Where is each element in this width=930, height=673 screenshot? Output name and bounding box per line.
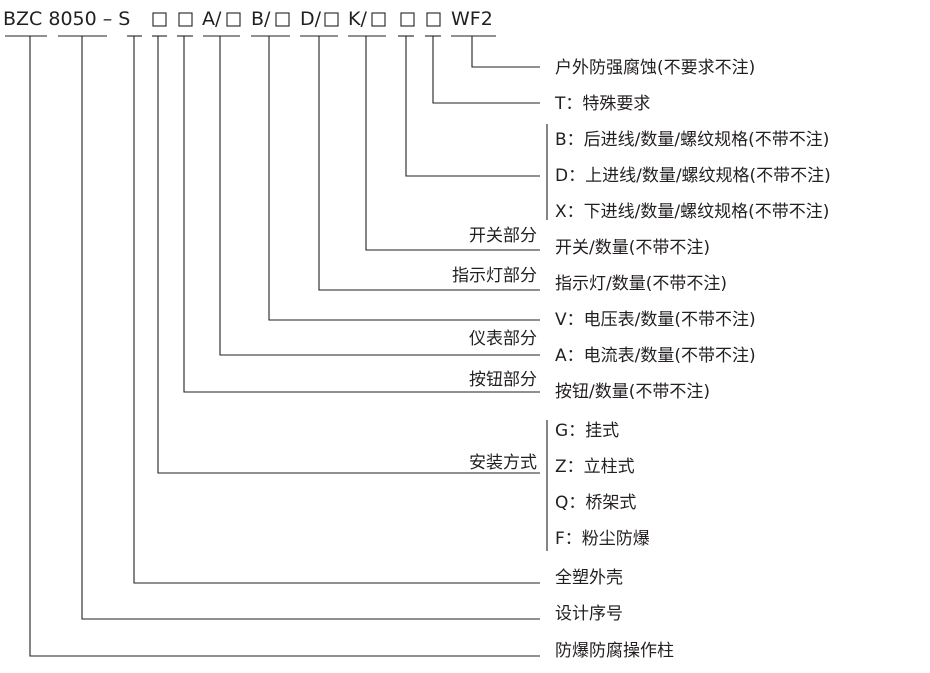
desc-entry-rear: B：后进线/数量/螺纹规格(不带不注) (555, 130, 829, 150)
category-install: 安装方式 (469, 453, 537, 473)
category-meter: 仪表部分 (469, 329, 537, 349)
desc-button: 按钮/数量(不带不注) (555, 382, 710, 402)
desc-ammeter: A：电流表/数量(不带不注) (555, 346, 756, 366)
category-switch: 开关部分 (469, 226, 537, 246)
model-code: BZC 8050 – S A/ B/ D/ K/ WF2 (3, 8, 493, 30)
descriptions: 户外防强腐蚀(不要求不注) T：特殊要求 B：后进线/数量/螺纹规格(不带不注)… (554, 58, 831, 661)
category-labels: 开关部分 指示灯部分 仪表部分 按钮部分 安装方式 (452, 226, 537, 473)
code-b: B/ (251, 8, 271, 30)
desc-design-sequence: 设计序号 (555, 604, 623, 624)
code-box-special (426, 12, 441, 27)
desc-special: T：特殊要求 (554, 94, 650, 114)
code-k: K/ (348, 8, 367, 30)
category-button: 按钮部分 (469, 370, 537, 390)
desc-entry-top: D：上进线/数量/螺纹规格(不带不注) (555, 166, 831, 186)
desc-anticorrosion: 户外防强腐蚀(不要求不注) (555, 58, 755, 78)
desc-hanging: G：挂式 (555, 421, 619, 441)
desc-indicator: 指示灯/数量(不带不注) (555, 274, 727, 294)
desc-plastic-shell: 全塑外壳 (555, 568, 623, 588)
code-box-d (324, 12, 339, 27)
code-a: A/ (202, 8, 222, 30)
desc-bridge: Q：桥架式 (555, 493, 636, 513)
code-box-2 (178, 12, 193, 27)
code-d: D/ (300, 8, 322, 30)
code-box-a (226, 12, 241, 27)
code-box-1 (152, 12, 167, 27)
leader-lines (29, 36, 548, 657)
desc-product-name: 防爆防腐操作柱 (555, 641, 674, 661)
desc-switch: 开关/数量(不带不注) (555, 238, 710, 258)
desc-entry-bottom: X：下进线/数量/螺纹规格(不带不注) (555, 202, 829, 222)
code-box-k (371, 12, 386, 27)
desc-column: Z：立柱式 (555, 457, 635, 477)
category-indicator: 指示灯部分 (452, 266, 537, 286)
code-prefix: BZC 8050 – S (3, 8, 130, 30)
desc-voltmeter: V：电压表/数量(不带不注) (555, 310, 756, 330)
code-wf: WF2 (451, 8, 493, 30)
code-box-entry (400, 12, 415, 27)
code-box-b (275, 12, 290, 27)
desc-dustproof: F：粉尘防爆 (555, 529, 650, 549)
